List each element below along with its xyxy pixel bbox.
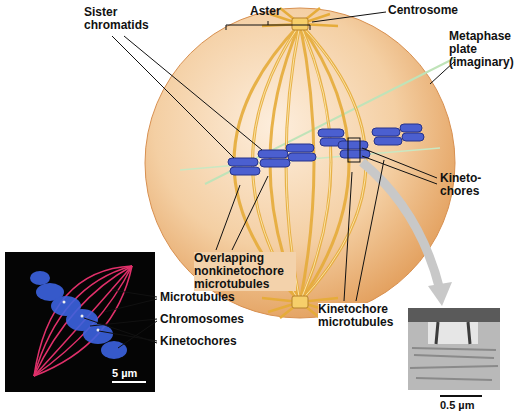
micrograph-texture [410,348,498,380]
leader-line [216,176,268,250]
aster-bracket [226,21,310,30]
microtubules [34,266,132,376]
part-label: Aster [250,5,281,18]
leader-line [312,12,386,22]
leader-line [344,160,384,301]
cell [145,8,455,318]
microtubules [34,266,132,376]
microtubules [34,266,132,376]
kinetochores [63,301,100,332]
chromatid [288,153,316,161]
scale-bar [112,381,146,383]
chromosomes [30,271,127,359]
centrosome [292,18,308,30]
microtubule [300,24,366,302]
scale-label: 5 µm [112,367,137,380]
chromatid [260,159,290,167]
chromatid [230,167,260,175]
metaphase-plate [180,58,455,184]
microtubule [300,24,331,302]
chromosomes [83,324,113,344]
chromosomes [101,341,127,359]
leader-line [112,36,262,158]
chromosomes [30,271,50,285]
part-label: Chromosomes [160,313,244,326]
part-label: Kineto- chores [440,172,492,198]
part-label: Sister chromatids [84,6,164,32]
chromatid [258,150,288,158]
chromatid [402,133,424,141]
kinetochores [63,301,66,304]
part-label: Centrosome [388,4,458,17]
chromatid [374,137,402,145]
leader-line [362,148,437,184]
microtubules [34,266,132,376]
scale-bar [440,395,482,397]
micrograph-band [428,322,478,344]
microtubules [34,266,132,376]
microtubule [300,24,314,302]
chromatid [400,124,422,132]
part-label: Microtubules [160,291,235,304]
microtubules [34,266,132,376]
em-micrograph [408,308,500,396]
scale-label: 0.5 µm [440,399,474,412]
micrograph-band [408,308,500,322]
leader-line [104,290,157,312]
kinetochores [81,315,84,318]
centrosome [292,296,308,308]
microtubules [34,266,132,376]
chromatid [338,141,368,149]
part-label: Kinetochore microtubules [318,303,404,329]
zoom-arrowhead [428,282,452,306]
microtubule [300,24,349,302]
chromatid [372,128,400,136]
chromatid [228,158,258,166]
micrograph-texture [436,322,470,344]
micrograph [408,308,500,390]
chromosomes [228,124,424,175]
kinetochore-box [348,138,360,162]
microtubule [300,24,366,302]
chromatid [286,144,314,152]
part-label: Overlapping nonkinetochore microtubules [194,252,296,291]
part-label: Metaphase plate (imaginary) [449,30,515,69]
leader-lines [84,12,454,348]
leader-line [84,318,157,343]
chromatid [318,129,344,137]
part-label: Kinetochores [160,335,237,348]
